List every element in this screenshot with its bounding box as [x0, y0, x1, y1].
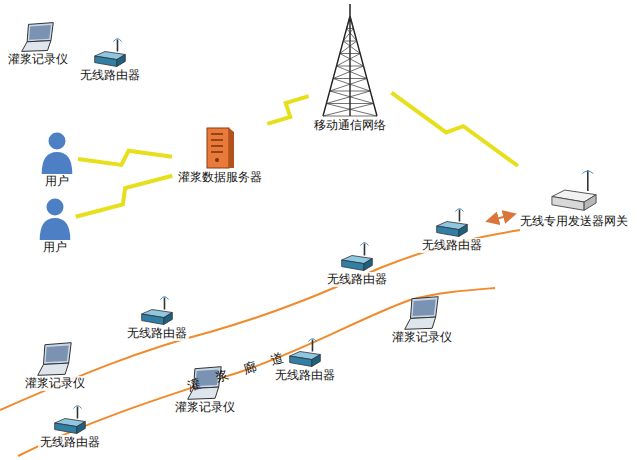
wireless-link: [391, 93, 518, 166]
laptop-icon: [404, 296, 440, 330]
router-node: 无线路由器: [325, 242, 389, 287]
node-label: 灌浆记录仪: [390, 330, 454, 345]
router-icon: [340, 242, 374, 272]
laptop-node: 灌浆记录仪: [23, 342, 87, 391]
node-label: 无线路由器: [420, 238, 484, 253]
gateway-node: 无线专用发送器网关: [518, 168, 630, 229]
node-label: 无线路由器: [78, 68, 142, 83]
data-link: [488, 214, 514, 221]
router-icon: [53, 405, 87, 435]
tunnel-wall: [0, 230, 520, 410]
wireless-link: [78, 151, 172, 165]
node-label: 无线路由器: [325, 272, 389, 287]
tunnel-wall: [18, 288, 495, 456]
node-label: 灌浆数据服务器: [176, 170, 264, 185]
tower-icon: [319, 4, 381, 118]
gateway-icon: [551, 168, 597, 214]
node-label: 无线路由器: [125, 326, 189, 341]
router-node: 无线路由器: [420, 208, 484, 253]
laptop-node: 灌浆记录仪: [390, 296, 454, 345]
node-label: 无线路由器: [38, 435, 102, 450]
node-label: 用户: [43, 174, 71, 189]
router-icon: [140, 296, 174, 326]
node-label: 用户: [41, 240, 69, 255]
wireless-link: [76, 176, 173, 217]
node-label: 灌浆记录仪: [23, 376, 87, 391]
user-icon: [38, 196, 72, 240]
tower-node: 移动通信网络: [312, 4, 388, 133]
wireless-link: [267, 96, 308, 124]
node-label: 灌浆记录仪: [6, 52, 70, 67]
server-node: 灌浆数据服务器: [176, 126, 264, 185]
server-icon: [205, 126, 235, 170]
laptop-icon: [21, 22, 55, 52]
node-label: 灌浆记录仪: [173, 400, 237, 415]
laptop-node: 灌浆记录仪: [6, 22, 70, 67]
user-icon: [40, 130, 74, 174]
router-node: 无线路由器: [78, 38, 142, 83]
node-label: 无线专用发送器网关: [518, 214, 630, 229]
user-node: 用户: [40, 130, 74, 189]
router-icon: [93, 38, 127, 68]
router-node: 无线路由器: [38, 405, 102, 450]
node-label: 移动通信网络: [312, 118, 388, 133]
laptop-icon: [37, 342, 73, 376]
router-icon: [435, 208, 469, 238]
router-node: 无线路由器: [125, 296, 189, 341]
user-node: 用户: [38, 196, 72, 255]
node-label: 无线路由器: [273, 368, 337, 383]
